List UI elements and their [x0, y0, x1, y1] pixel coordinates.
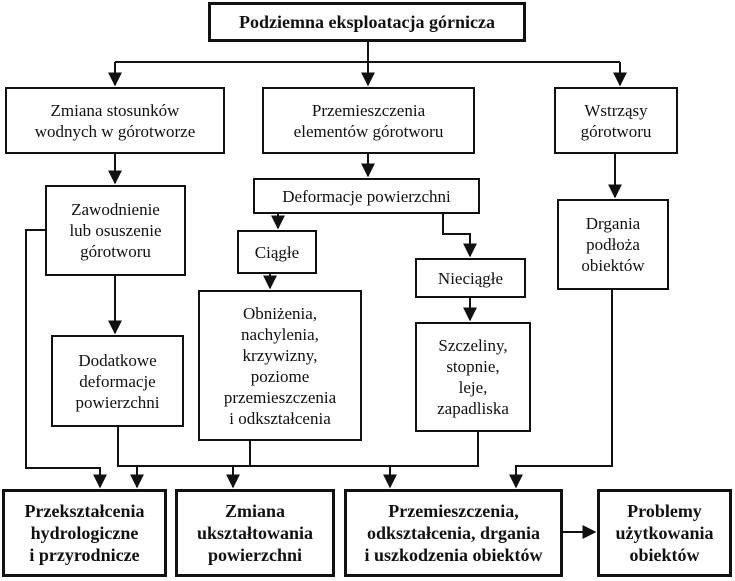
outcome-hydrological: Przekształcenia hydrologiczne i przyrodn… [2, 489, 167, 577]
node-surface-deformation: Deformacje powierzchni [253, 178, 480, 214]
node-flooding-drainage: Zawodnienie lub osuszenie górotworu [45, 185, 186, 276]
node-continuous: Ciągłe [237, 230, 317, 274]
node-additional-deformation: Dodatkowe deformacje powierzchni [51, 335, 184, 427]
node-rock-displacement: Przemieszczenia elementów górotworu [262, 87, 475, 154]
outcome-usage-problems: Problemy użytkowania obiektów [597, 489, 732, 577]
node-discontinuous: Nieciągłe [415, 258, 526, 298]
node-discontinuous-effects: Szczeliny, stopnie, leje, zapadliska [415, 322, 531, 432]
edge-title-bus [115, 42, 620, 63]
edge-discont-effects-down [383, 432, 479, 489]
edge-vibrations-objects [509, 290, 613, 489]
node-rock-shocks: Wstrząsy górotworu [554, 87, 678, 154]
edge-additional-down [117, 427, 144, 489]
edge-flooding-hydro [25, 229, 107, 489]
title-box: Podziemna eksploatacja górnicza [208, 2, 526, 42]
node-continuous-effects: Obniżenia, nachylenia, krzywizny, poziom… [198, 290, 362, 441]
edge-surface-discontinuous [442, 214, 477, 258]
node-object-vibrations: Drgania podłoża obiektów [557, 199, 669, 290]
outcome-object-damage: Przemieszczenia, odkształcenia, drgania … [344, 489, 563, 577]
outcome-surface-relief: Zmiana ukształtowania powierzchni [175, 489, 335, 577]
node-water-relations: Zmiana stosunków wodnych w górotworze [5, 87, 225, 154]
